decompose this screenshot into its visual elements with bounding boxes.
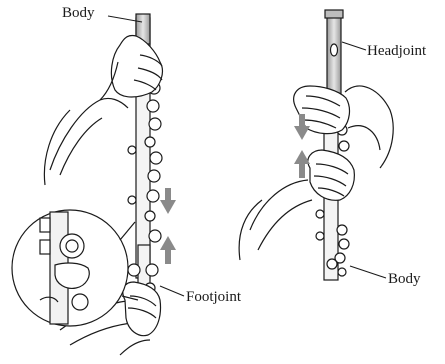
body-right-leader (350, 266, 386, 278)
headjoint-leader (342, 42, 366, 50)
footjoint-leader (160, 286, 184, 296)
left-arrow-down (160, 188, 176, 214)
left-figure (12, 14, 162, 355)
label-footjoint: Footjoint (186, 290, 241, 305)
label-headjoint: Headjoint (367, 44, 426, 59)
label-body-left: Body (62, 6, 95, 21)
right-arrow-up (294, 150, 310, 178)
label-body-right: Body (388, 272, 421, 287)
left-arrows (160, 188, 176, 264)
left-arrow-up (160, 236, 176, 264)
